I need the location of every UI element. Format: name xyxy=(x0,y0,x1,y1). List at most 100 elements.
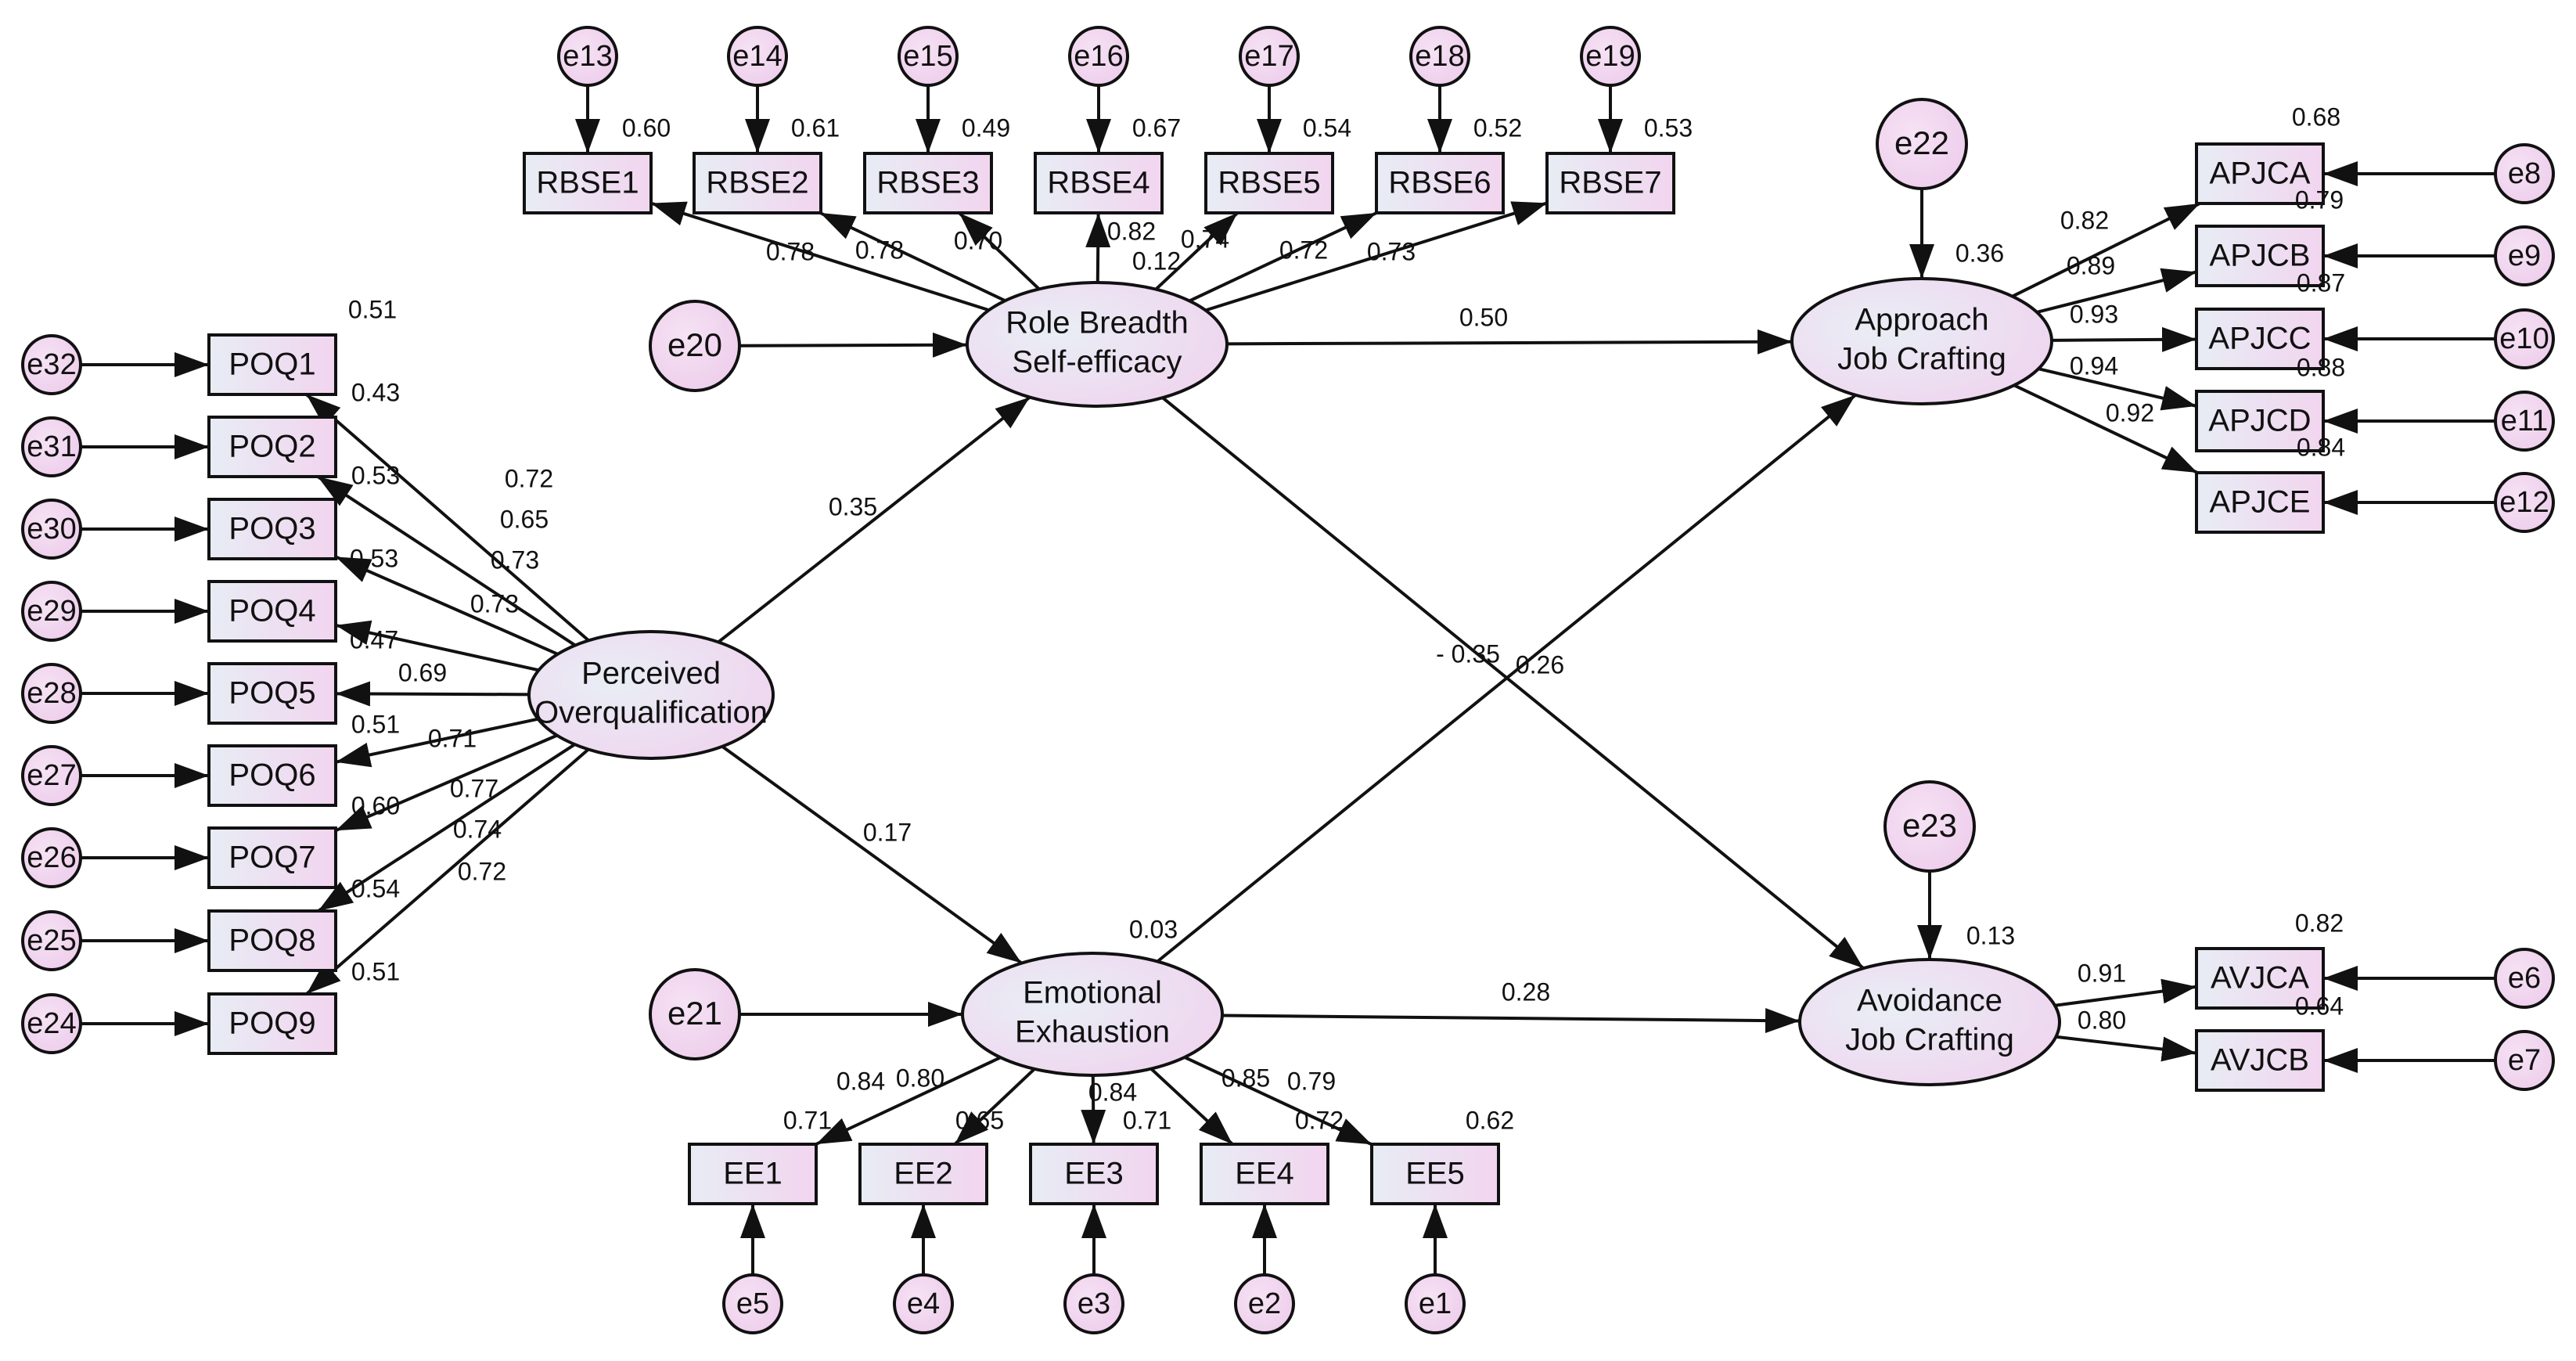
indicator-box xyxy=(1034,152,1164,214)
error-e16: e16 xyxy=(1068,26,1129,87)
r-squared-label: 0.72 xyxy=(1295,1106,1344,1134)
indicator-label: POQ2 xyxy=(228,430,315,464)
r-squared-label: 0.88 xyxy=(2297,353,2345,381)
edges-layer xyxy=(81,85,2495,1275)
r-squared-label: 0.71 xyxy=(1123,1106,1171,1134)
indicator-label: APJCD xyxy=(2208,404,2311,438)
error-e24: e24 xyxy=(21,993,82,1054)
error-circle xyxy=(1068,26,1129,87)
path-arrow-ee-avjc xyxy=(1221,1008,1801,1034)
indicator-label: POQ4 xyxy=(228,594,315,628)
error-e19: e19 xyxy=(1580,26,1641,87)
r-squared-label: 0.60 xyxy=(351,791,400,819)
error-e22: e22 xyxy=(1876,98,1968,190)
error-e17: e17 xyxy=(1239,26,1300,87)
indicator-label: POQ9 xyxy=(228,1006,315,1041)
error-e32: e32 xyxy=(21,334,82,395)
indicator-rbse3: RBSE3 xyxy=(863,152,993,214)
error-e11: e11 xyxy=(2494,391,2555,452)
error-e2: e2 xyxy=(1234,1273,1295,1334)
indicator-label: RBSE4 xyxy=(1047,166,1149,200)
error-label: e13 xyxy=(563,40,612,73)
loading-coefficient: 0.94 xyxy=(2070,351,2118,380)
error-circle xyxy=(2494,225,2555,286)
indicator-apjcd: APJCD xyxy=(2195,390,2325,452)
indicator-box xyxy=(207,662,337,725)
latent-label: Job Crafting xyxy=(1837,342,2006,376)
indicator-rbse7: RBSE7 xyxy=(1545,152,1675,214)
error-label: e28 xyxy=(27,677,76,710)
r-squared-label: 0.51 xyxy=(348,295,397,323)
loading-coefficient: 0.78 xyxy=(766,237,815,265)
indicator-box xyxy=(207,992,337,1055)
loading-arrow-poq3 xyxy=(335,555,559,656)
indicator-box xyxy=(693,152,822,214)
loading-arrow-rbse1 xyxy=(650,201,990,312)
loading-coefficient: 0.71 xyxy=(428,724,477,752)
error-circle xyxy=(1063,1273,1124,1334)
error-label: e6 xyxy=(2508,962,2541,995)
loading-arrow-ee4 xyxy=(1149,1068,1234,1146)
loading-arrow-ee1 xyxy=(815,1056,1002,1146)
r-squared-label: 0.62 xyxy=(1466,1106,1514,1134)
latent-label: Exhaustion xyxy=(1015,1015,1170,1050)
error-label: e23 xyxy=(1902,807,1957,844)
error-e4: e4 xyxy=(893,1273,954,1334)
loading-arrow-ee5 xyxy=(1184,1056,1373,1147)
path-coefficient: 0.28 xyxy=(1502,978,1550,1006)
loading-arrow-rbse7 xyxy=(1204,201,1548,312)
loading-coefficient: 0.74 xyxy=(453,815,502,843)
indicator-poq8: POQ8 xyxy=(207,909,337,972)
path-coefficient: 0.26 xyxy=(1516,650,1564,679)
error-e13: e13 xyxy=(557,26,618,87)
r-squared-label: 0.60 xyxy=(622,113,671,142)
indicator-rbse4: RBSE4 xyxy=(1034,152,1164,214)
indicator-avjcb: AVJCB xyxy=(2195,1029,2325,1092)
error-e27: e27 xyxy=(21,745,82,806)
r-squared-label: 0.87 xyxy=(2297,268,2345,297)
indicator-box xyxy=(1545,152,1675,214)
r-squared-label: 0.82 xyxy=(2295,909,2344,937)
r-squared-label: 0.49 xyxy=(962,113,1010,142)
error-circle xyxy=(649,968,741,1060)
r-squared-label: 0.52 xyxy=(1473,113,1522,142)
error-e1: e1 xyxy=(1405,1273,1466,1334)
indicator-label: RBSE6 xyxy=(1388,166,1491,200)
indicator-label: RBSE7 xyxy=(1559,166,1661,200)
r-squared-label: 0.53 xyxy=(351,461,400,489)
indicator-ee3: EE3 xyxy=(1029,1143,1159,1205)
loading-coefficient: 0.73 xyxy=(470,589,519,617)
error-e30: e30 xyxy=(21,499,82,560)
latent-label: Approach xyxy=(1855,303,1988,337)
r-squared-label: 0.68 xyxy=(2292,103,2340,131)
indicator-label: POQ3 xyxy=(228,512,315,546)
indicator-box xyxy=(207,826,337,889)
error-circle xyxy=(21,334,82,395)
indicator-rbse6: RBSE6 xyxy=(1375,152,1505,214)
indicator-label: POQ1 xyxy=(228,347,315,382)
error-circle xyxy=(2494,472,2555,533)
error-e26: e26 xyxy=(21,827,82,888)
loading-coefficient: 0.82 xyxy=(1107,217,1156,245)
error-label: e5 xyxy=(736,1287,769,1320)
loading-coefficient: 0.69 xyxy=(398,658,447,686)
loading-coefficient: 0.73 xyxy=(491,545,539,574)
error-label: e3 xyxy=(1078,1287,1110,1320)
latent-ellipse xyxy=(1790,277,2053,405)
loading-arrow-apjcd xyxy=(2038,367,2197,411)
error-circle xyxy=(898,26,959,87)
indicator-ee5: EE5 xyxy=(1370,1143,1500,1205)
error-label: e25 xyxy=(27,924,76,957)
indicator-box xyxy=(207,744,337,807)
indicator-label: EE3 xyxy=(1064,1157,1124,1191)
indicator-box xyxy=(2195,390,2325,452)
loading-arrow-apjcb xyxy=(2036,268,2197,314)
indicator-label: APJCC xyxy=(2208,322,2311,356)
path-coefficient: - 0.35 xyxy=(1436,639,1500,668)
